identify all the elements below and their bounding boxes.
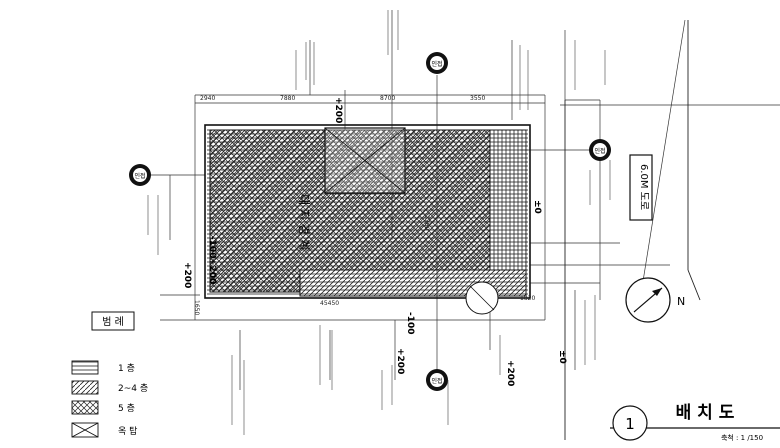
svg-text:3550: 3550 [470,95,485,102]
sheet-number: 1 [625,415,635,433]
elevation-labels: ±0 ±0 +200 +200 +200 -100 +200 +200 -100 [182,97,567,386]
svg-text:2780: 2780 [423,215,430,230]
svg-text:-100: -100 [405,312,415,335]
legend-swatch-2-4f [71,380,99,395]
svg-text:+200: +200 [395,348,405,374]
right-strip [489,129,527,271]
title-block: 1 배 치 도 축척 : 1 /150 [610,403,780,442]
legend-swatch-1f [71,360,99,375]
svg-text:8700: 8700 [380,95,395,102]
legend-title-box [91,311,135,331]
legend-item-label: 2~4 층 [118,383,148,394]
svg-text:+200: +200 [333,97,343,123]
road-label-box [629,154,653,221]
svg-text:1650: 1650 [193,300,200,315]
annotation-text-blocks [147,10,611,435]
svg-text:+200: +200 [182,262,192,288]
drawing-title: 배 치 도 [676,403,735,423]
road-label: 6.0M 도로 [638,164,649,210]
dimension-labels: 2940 7880 8700 3550 1650 45450 1820 2780 [193,95,535,315]
legend-swatch-5f [71,400,99,415]
svg-text:+200: +200 [207,258,217,284]
svg-text:+200: +200 [505,360,515,386]
site-boundary [204,124,531,299]
legend-item-label: 옥 탑 [118,425,137,437]
sheet-number-circle [612,405,648,441]
leader-lines [150,10,780,390]
svg-text:-100: -100 [207,236,217,259]
marker-symbols: 인접 인접 인접 인접 [129,52,611,391]
svg-text:2940: 2940 [200,95,215,102]
legend: 범 례 1 층 2~4 층 5 층 옥 탑 [71,311,148,438]
svg-text:1820: 1820 [520,295,535,302]
marker-label: 인접 [431,377,442,385]
drawing-scale: 축척 : 1 /150 [721,433,763,442]
legend-item-label: 1 층 [118,363,135,374]
building-label: 대 지 경 계 [297,194,311,250]
svg-text:±0: ±0 [557,350,567,364]
floor-5-area [210,130,490,292]
svg-text:45450: 45450 [320,300,339,307]
svg-text:±0: ±0 [532,200,542,214]
svg-text:7880: 7880 [280,95,295,102]
marker-label: 인접 [431,60,442,68]
legend-title: 범 례 [102,316,124,328]
north-label: N [677,295,685,308]
marker-label: 인접 [134,172,145,180]
legend-item-label: 5 층 [118,403,135,414]
marker-label: 인접 [594,147,605,155]
